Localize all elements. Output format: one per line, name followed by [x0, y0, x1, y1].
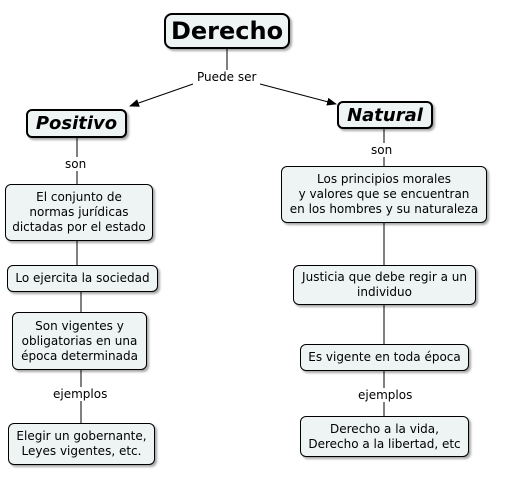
root-node: Derecho: [164, 13, 290, 49]
positivo-node-1-text: El conjunto de normas jurídicas dictadas…: [12, 190, 146, 234]
branch-label-natural: Natural: [347, 104, 423, 126]
natural-node-4: Derecho a la vida, Derecho a la libertad…: [300, 416, 469, 457]
positivo-node-4-text: Elegir un gobernante, Leyes vigentes, et…: [16, 429, 147, 458]
natural-node-1-text: Los principios morales y valores que se …: [289, 172, 479, 216]
natural-node-1: Los principios morales y valores que se …: [281, 166, 487, 223]
positivo-node-2: Lo ejercita la sociedad: [7, 265, 158, 292]
arrow-to-positivo: [129, 83, 194, 107]
positivo-node-3-text: Son vigentes y obligatorias en una época…: [21, 318, 138, 363]
positivo-node-2-text: Lo ejercita la sociedad: [15, 271, 150, 285]
branch-node-natural: Natural: [337, 101, 433, 129]
root-link-label: Puede ser: [195, 70, 259, 84]
natural-node-4-text: Derecho a la vida, Derecho a la libertad…: [308, 421, 461, 451]
natural-node-2: Justicia que debe regir a un individuo: [293, 265, 476, 305]
root-label: Derecho: [170, 16, 284, 45]
natural-node-3-text: Es vigente en toda época: [308, 350, 461, 364]
positivo-node-3: Son vigentes y obligatorias en una época…: [12, 312, 147, 370]
natural-node-3: Es vigente en toda época: [300, 344, 469, 371]
link-label-natural-ejemplos: ejemplos: [356, 388, 415, 402]
link-label-positivo-son: son: [63, 157, 89, 171]
link-label-natural-son: son: [369, 143, 395, 157]
positivo-node-4: Elegir un gobernante, Leyes vigentes, et…: [8, 423, 155, 465]
branch-label-positivo: Positivo: [35, 113, 118, 134]
positivo-node-1: El conjunto de normas jurídicas dictadas…: [5, 184, 153, 241]
link-label-positivo-ejemplos: ejemplos: [51, 387, 110, 401]
arrow-to-natural: [259, 83, 337, 106]
natural-node-2-text: Justicia que debe regir a un individuo: [302, 270, 467, 299]
branch-node-positivo: Positivo: [26, 109, 127, 138]
